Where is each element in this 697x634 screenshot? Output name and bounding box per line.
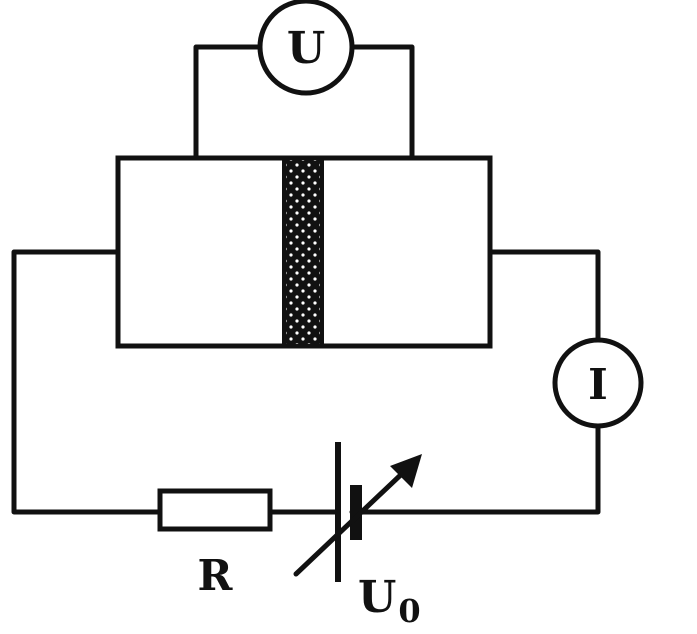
ammeter: I: [552, 337, 644, 429]
variable-source: U0: [293, 442, 422, 630]
resistor: R: [157, 488, 273, 600]
voltmeter-circle: [257, 0, 355, 96]
ammeter-label: I: [588, 360, 608, 409]
voltmeter-wire: [193, 44, 415, 161]
source-label-subscript: 0: [398, 592, 420, 630]
source-label-main: U: [358, 572, 396, 623]
bottom-wire: [267, 417, 601, 515]
resistor-label: R: [198, 551, 234, 600]
ammeter-circle: [552, 337, 644, 429]
voltmeter-label: U: [287, 23, 325, 74]
source-label: U0: [358, 572, 421, 630]
voltmeter: U: [257, 0, 355, 96]
variable-arrow-shaft: [293, 465, 411, 577]
resistor-body: [157, 488, 273, 532]
porous-membrane: [282, 156, 324, 348]
variable-arrowhead: [390, 454, 422, 488]
left-wire: [11, 249, 163, 515]
right-wire: [487, 249, 601, 345]
